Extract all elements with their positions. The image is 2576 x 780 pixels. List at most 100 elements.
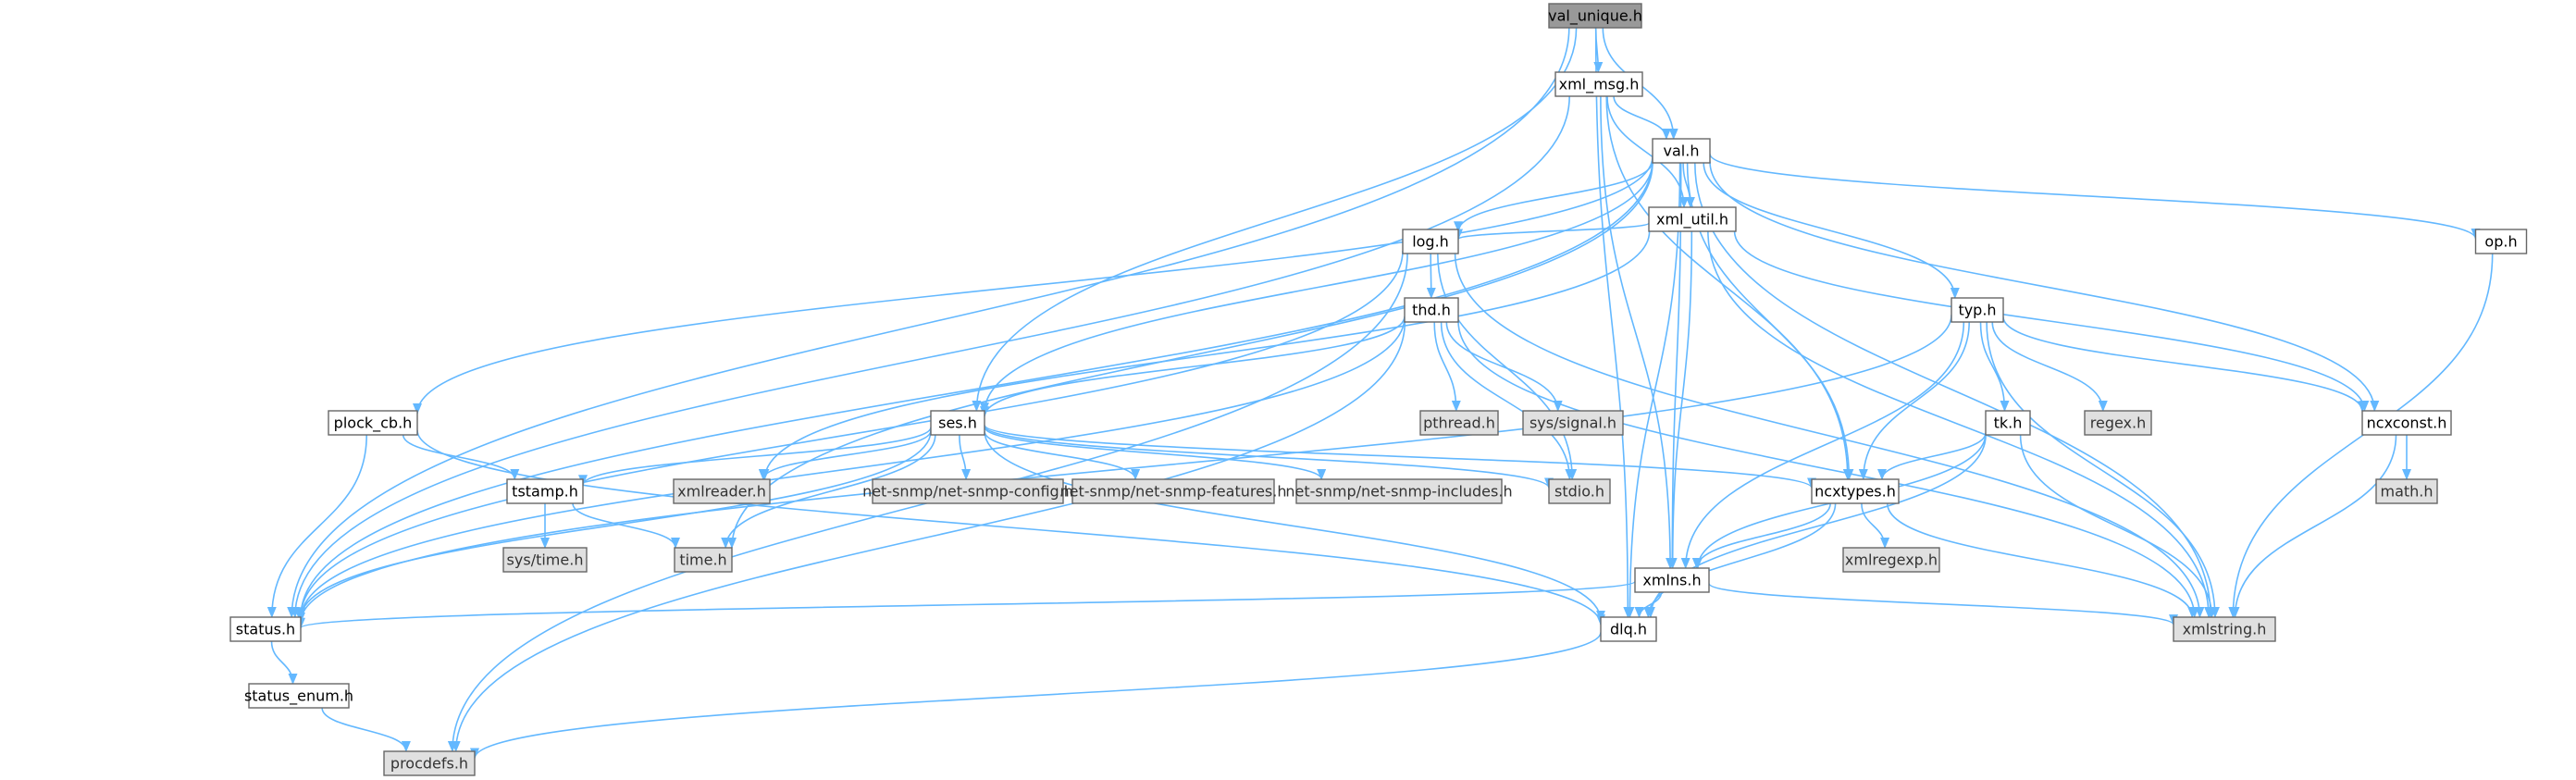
node-procdefs: procdefs.h xyxy=(383,750,476,776)
edge-log-to-xmlstring xyxy=(1454,253,2205,618)
node-procdefs-label: procdefs.h xyxy=(390,755,468,773)
node-systime-label: sys/time.h xyxy=(507,551,584,569)
node-tk-box xyxy=(1985,410,2031,436)
node-status[interactable]: status.h xyxy=(229,616,302,642)
edge-xml_util-to-xmlreader xyxy=(760,230,1651,480)
node-status-box xyxy=(229,616,302,642)
node-netinc-label: net-snmp/net-snmp-includes.h xyxy=(1285,483,1512,501)
node-op[interactable]: op.h xyxy=(2474,229,2528,254)
node-plock_cb-box xyxy=(328,410,418,436)
node-stdio: stdio.h xyxy=(1548,478,1611,504)
edge-typ-to-regex xyxy=(1991,321,2108,412)
node-xmlreader-box xyxy=(673,478,771,504)
edge-ncxtypes-to-xmlns xyxy=(1691,502,1831,569)
edge-val-to-plock_cb xyxy=(413,156,1653,415)
node-xml_msg-box xyxy=(1554,71,1643,97)
node-dlq[interactable]: dlq.h xyxy=(1600,616,1657,642)
edge-ses-to-netfeat xyxy=(984,430,1141,480)
node-stdio-box xyxy=(1548,478,1611,504)
edge-dlq-to-procdefs xyxy=(470,632,1602,760)
nodes-layer: val_unique.h xml_msg.h val.h xml_util.h op.h… xyxy=(229,3,2528,776)
node-ncxconst[interactable]: ncxconst.h xyxy=(2361,410,2452,436)
edge-ncxtypes-to-xmlstring xyxy=(1887,502,2198,618)
node-plock_cb-label: plock_cb.h xyxy=(334,415,413,433)
node-pthread: pthread.h xyxy=(1419,410,1499,436)
node-xmlreader: xmlreader.h xyxy=(673,478,771,504)
node-status-label: status.h xyxy=(236,621,295,638)
node-thd-box xyxy=(1404,297,1459,323)
node-systime: sys/time.h xyxy=(502,547,588,573)
edge-xmlns-to-dlq xyxy=(1634,591,1663,618)
node-xmlns-box xyxy=(1634,567,1710,593)
edge-val-to-ses xyxy=(980,161,1653,415)
edge-xml_util-to-xmlstring xyxy=(1707,230,2214,618)
node-val_unique[interactable]: val_unique.h xyxy=(1548,3,1642,29)
node-ncxtypes[interactable]: ncxtypes.h xyxy=(1811,478,1900,504)
node-val-label: val.h xyxy=(1664,142,1700,160)
edge-status-to-status_enum xyxy=(270,640,298,685)
edge-typ-to-xmlstring xyxy=(1986,321,2220,618)
edge-val_unique-to-status xyxy=(287,27,1570,618)
edge-ses-to-dlq xyxy=(984,430,1605,622)
node-typ[interactable]: typ.h xyxy=(1951,297,2004,323)
edge-ses-to-xmlreader xyxy=(758,430,932,480)
edge-ses-to-netcfg xyxy=(959,434,972,480)
node-plock_cb[interactable]: plock_cb.h xyxy=(328,410,418,436)
edge-val-to-time xyxy=(727,162,1653,549)
edge-xml_msg-to-val xyxy=(1613,95,1671,140)
node-regex: regex.h xyxy=(2084,410,2152,436)
edge-thd-to-stdio xyxy=(1440,321,1575,480)
node-val[interactable]: val.h xyxy=(1652,138,1711,164)
edge-ses-to-ncxtypes xyxy=(984,424,1816,489)
node-val_unique-box xyxy=(1548,3,1642,29)
node-stdio-label: stdio.h xyxy=(1554,483,1604,501)
node-ses[interactable]: ses.h xyxy=(930,410,985,436)
node-op-label: op.h xyxy=(2484,233,2517,251)
node-tstamp[interactable]: tstamp.h xyxy=(506,478,584,504)
edges-layer xyxy=(266,27,2494,760)
node-pthread-label: pthread.h xyxy=(1423,415,1495,432)
node-xml_msg[interactable]: xml_msg.h xyxy=(1554,71,1643,97)
node-status_enum[interactable]: status_enum.h xyxy=(244,683,353,709)
node-xmlns-label: xmlns.h xyxy=(1642,572,1701,589)
node-thd[interactable]: thd.h xyxy=(1404,297,1459,323)
node-tk[interactable]: tk.h xyxy=(1985,410,2031,436)
node-netfeat-box xyxy=(1071,478,1275,504)
node-netinc: net-snmp/net-snmp-includes.h xyxy=(1285,478,1513,504)
edge-val_unique-to-dlq xyxy=(1594,27,1633,618)
edge-thd-to-signal xyxy=(1445,321,1563,412)
edge-plock_cb-to-dlq xyxy=(416,429,1605,626)
node-val_unique-label: val_unique.h xyxy=(1548,7,1642,26)
node-signal-label: sys/signal.h xyxy=(1530,415,1616,432)
node-status_enum-box xyxy=(248,683,350,709)
node-typ-box xyxy=(1951,297,2004,323)
edge-thd-to-status xyxy=(296,316,1406,621)
node-xml_util-box xyxy=(1648,206,1737,232)
edge-typ-to-xmlns xyxy=(1680,321,1965,569)
node-xmlstring-label: xmlstring.h xyxy=(2183,621,2267,638)
edge-xml_util-to-log xyxy=(1454,222,1650,241)
node-log[interactable]: log.h xyxy=(1402,229,1459,254)
edge-status_enum-to-procdefs xyxy=(321,707,411,752)
edge-xml_util-to-xmlns xyxy=(1667,230,1693,569)
node-op-box xyxy=(2474,229,2528,254)
edge-xml_util-to-ncxconst xyxy=(1733,230,2370,412)
edge-val-to-ncxconst xyxy=(1709,161,2380,412)
edge-typ-to-ncxtypes xyxy=(1858,321,1970,480)
edge-tstamp-to-time xyxy=(572,502,680,549)
node-val-box xyxy=(1652,138,1711,164)
node-signal-box xyxy=(1522,410,1624,436)
edge-val-to-typ xyxy=(1703,162,1960,299)
node-time-label: time.h xyxy=(679,551,726,569)
node-xml_util[interactable]: xml_util.h xyxy=(1648,206,1737,232)
node-xmlns[interactable]: xmlns.h xyxy=(1634,567,1710,593)
node-status_enum-label: status_enum.h xyxy=(244,687,353,706)
edge-val_unique-to-ses xyxy=(972,27,1578,412)
edge-xml_msg-to-status xyxy=(290,95,1570,618)
node-netfeat: net-snmp/net-snmp-features.h xyxy=(1060,478,1287,504)
node-tstamp-label: tstamp.h xyxy=(512,483,578,501)
node-log-label: log.h xyxy=(1412,233,1449,251)
node-netinc-box xyxy=(1295,478,1503,504)
edge-thd-to-procdefs xyxy=(451,321,1406,752)
edge-xml_msg-to-ncxtypes xyxy=(1605,95,1852,480)
